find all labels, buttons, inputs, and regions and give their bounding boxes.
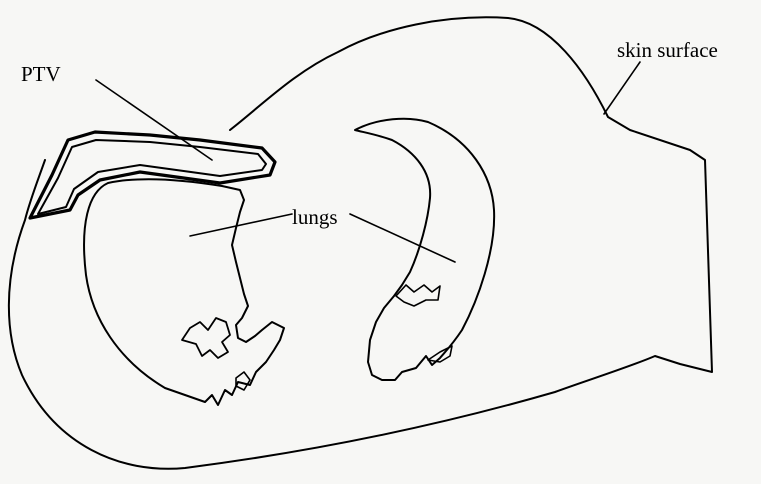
ptv-label: PTV: [21, 64, 61, 85]
lungs-label: lungs: [292, 207, 338, 228]
skin-surface-leader-line: [604, 62, 640, 114]
right-lung-notch: [396, 285, 440, 306]
left-lung-notch-2: [236, 372, 250, 390]
left-lung-outline: [84, 179, 284, 405]
right-lung-notch-2: [428, 346, 452, 362]
right-lung-outline: [355, 119, 494, 380]
lungs-leader-line-right: [350, 214, 455, 262]
skin-surface-outline: [9, 17, 712, 468]
ptv-leader-line: [96, 80, 212, 160]
skin-surface-label: skin surface: [617, 40, 718, 61]
lungs-leader-line-left: [190, 214, 292, 236]
left-lung-notch: [182, 318, 230, 358]
